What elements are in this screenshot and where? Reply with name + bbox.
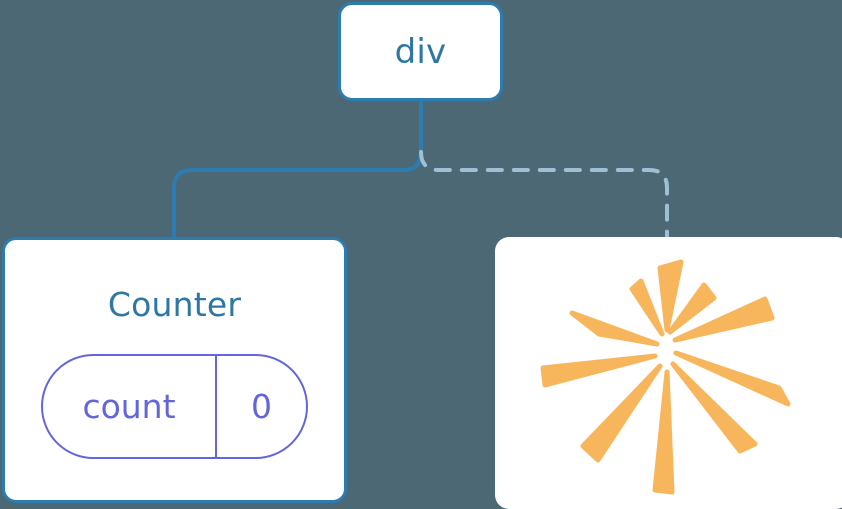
node-div[interactable]: div bbox=[338, 2, 503, 101]
sparkle-burst-icon bbox=[540, 259, 791, 495]
ray-ssw bbox=[580, 363, 663, 463]
node-sparkle[interactable] bbox=[495, 237, 842, 509]
ray-wsw bbox=[540, 353, 658, 388]
ray-wnw bbox=[569, 310, 660, 347]
prop-pill-value: 0 bbox=[251, 387, 272, 426]
prop-pill-key: count bbox=[43, 356, 217, 457]
ray-ese bbox=[670, 361, 758, 454]
ray-s bbox=[652, 369, 675, 495]
ray-ene bbox=[672, 296, 775, 343]
connector-root-to-sparkle bbox=[419, 150, 669, 239]
prop-pill-count[interactable]: count 0 bbox=[41, 354, 308, 459]
ray-nnw bbox=[629, 278, 665, 337]
node-counter[interactable]: Counter count 0 bbox=[2, 237, 347, 503]
node-div-label: div bbox=[394, 31, 447, 72]
ray-n bbox=[657, 259, 684, 333]
node-counter-title: Counter bbox=[107, 285, 242, 324]
ray-nne bbox=[667, 282, 717, 335]
ray-e bbox=[673, 350, 791, 407]
connector-root-to-counter bbox=[172, 150, 423, 239]
